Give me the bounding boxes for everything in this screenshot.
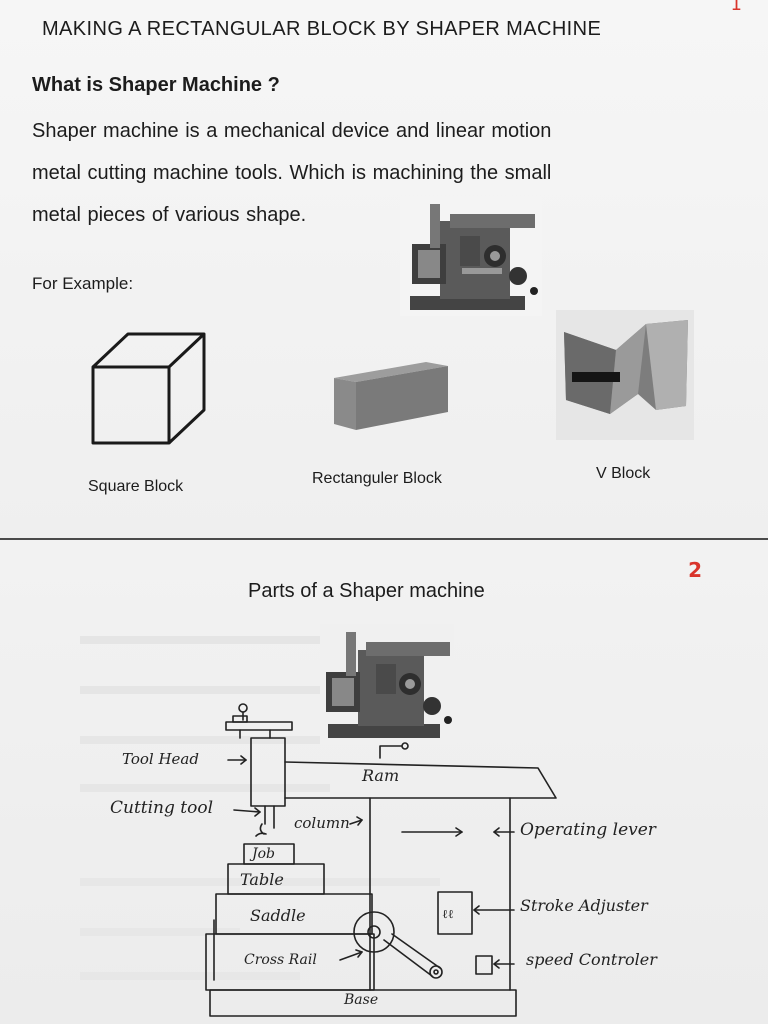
label-stroke-adjuster: Stroke Adjuster <box>520 896 648 915</box>
paragraph-line: metal pieces of various shape. <box>32 204 307 226</box>
label-ram: Ram <box>362 766 400 785</box>
rectangular-block-label: Rectanguler Block <box>312 470 442 487</box>
paragraph-line: metal cutting machine tools. Which is ma… <box>32 162 552 184</box>
page-title: Parts of a Shaper machine <box>248 580 485 602</box>
definition-paragraph: Shaper machine is a mechanical device an… <box>32 110 742 236</box>
rectangular-block-image <box>334 362 448 430</box>
label-column: column <box>294 814 350 832</box>
shaper-parts-diagram: ℓℓ <box>205 703 557 1017</box>
page-number-2: 2 <box>688 558 702 582</box>
label-base: Base <box>344 992 379 1008</box>
show-through-text <box>80 686 440 694</box>
paragraph-line: Shaper machine is a mechanical device an… <box>32 120 552 142</box>
shaper-machine-image <box>320 624 454 744</box>
section-heading: What is Shaper Machine ? <box>32 74 280 96</box>
show-through-text <box>80 636 380 644</box>
shaper-machine-image <box>400 196 542 316</box>
label-job: Job <box>252 846 276 862</box>
page-number-1: 1 <box>730 0 742 15</box>
square-block-label: Square Block <box>88 478 184 495</box>
svg-text:ℓℓ: ℓℓ <box>442 907 454 921</box>
label-cross-rail: Cross Rail <box>244 952 317 968</box>
label-operating-lever: Operating lever <box>520 820 656 840</box>
page-title: MAKING A RECTANGULAR BLOCK BY SHAPER MAC… <box>42 18 602 40</box>
label-cutting-tool: Cutting tool <box>110 798 214 818</box>
v-block-label: V Block <box>596 465 651 482</box>
show-through-text <box>80 736 410 744</box>
page-2: 2 Parts of a Shaper machine <box>0 540 768 1024</box>
label-table: Table <box>240 870 284 889</box>
example-label: For Example: <box>32 274 134 293</box>
square-block-image <box>91 332 206 445</box>
show-through-text <box>80 928 240 936</box>
v-block-image <box>556 310 694 440</box>
show-through-text <box>80 784 330 792</box>
show-through-text <box>80 972 300 980</box>
show-through-text <box>80 878 440 886</box>
label-saddle: Saddle <box>250 906 306 925</box>
label-speed-controler: speed Controler <box>526 950 657 969</box>
label-tool-head: Tool Head <box>122 750 199 768</box>
page-1: 1 MAKING A RECTANGULAR BLOCK BY SHAPER M… <box>0 0 768 538</box>
